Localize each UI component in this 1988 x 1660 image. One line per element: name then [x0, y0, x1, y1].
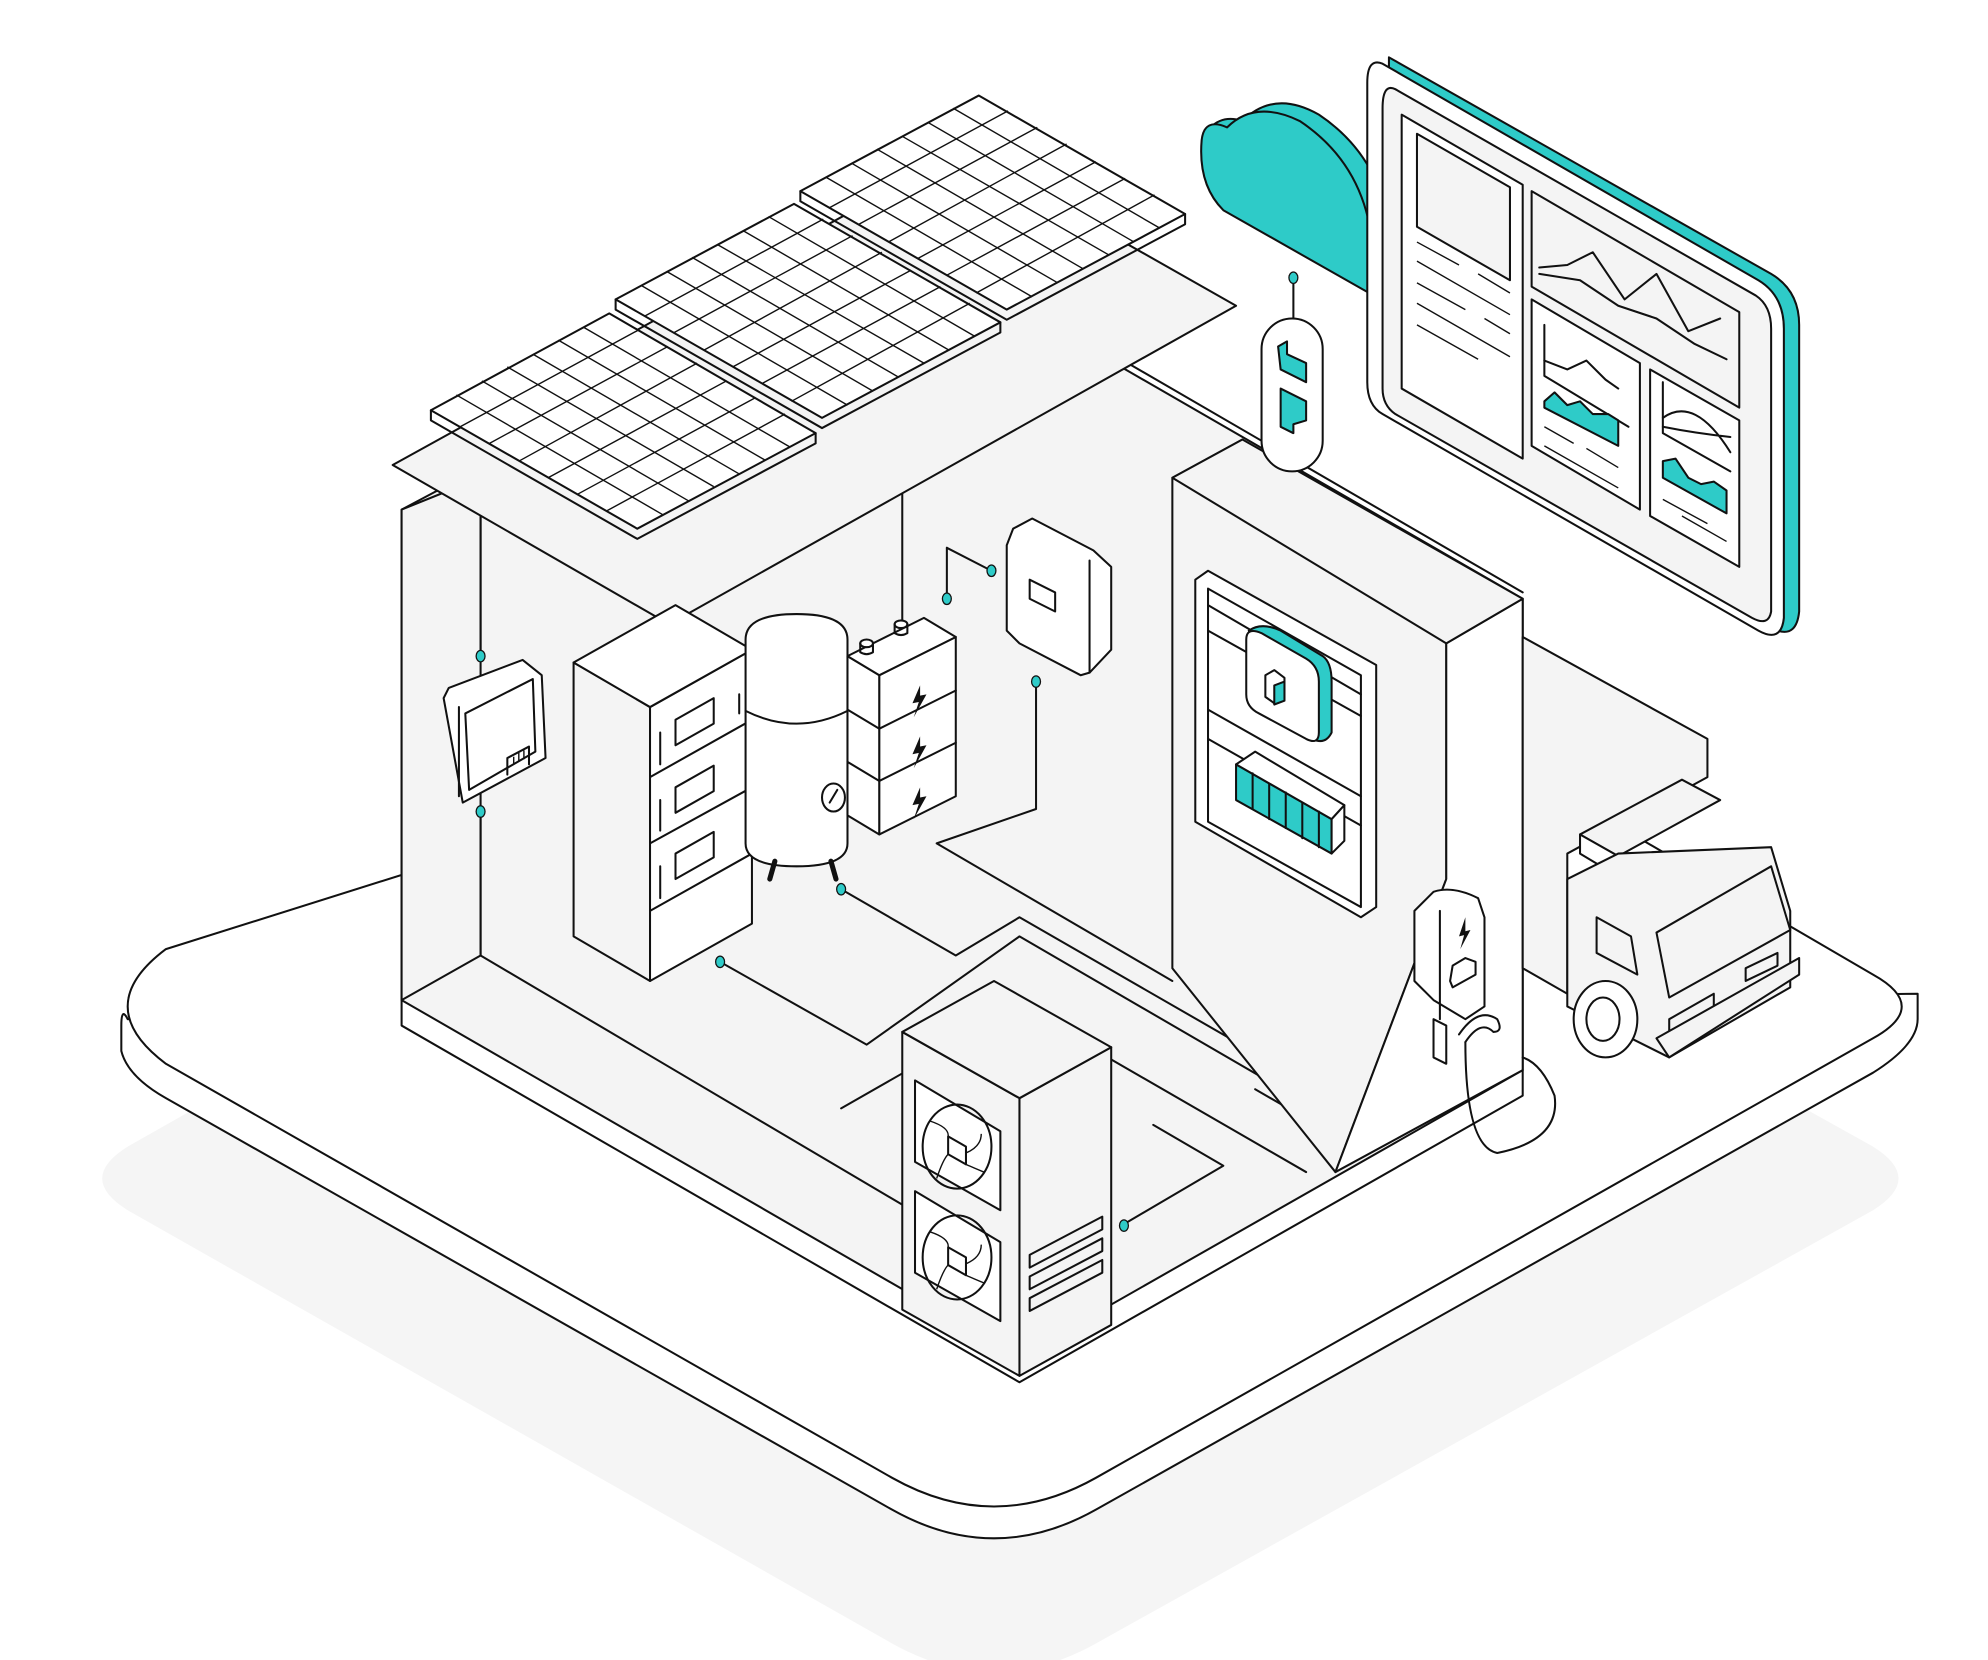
solar-panel-3	[799, 94, 1187, 321]
heat-pump	[901, 979, 1113, 1377]
dashboard	[1366, 56, 1801, 636]
solar-panel-2	[614, 202, 1002, 430]
truck	[1521, 635, 1801, 1059]
controller	[1245, 625, 1333, 743]
back-wall-edge	[1126, 362, 1524, 594]
fan-2	[913, 1190, 1002, 1323]
solar-panel-1	[429, 312, 817, 540]
plug-connector	[1260, 317, 1324, 473]
fan-1	[913, 1079, 1002, 1212]
battery-stack	[846, 616, 957, 836]
water-tank	[744, 613, 849, 882]
distribution-panel	[1194, 569, 1378, 919]
breakers	[1235, 750, 1346, 855]
inverter	[442, 658, 547, 804]
battery-rack	[572, 604, 753, 982]
ev-charger	[1413, 888, 1557, 1154]
meter-box	[1005, 517, 1113, 677]
solar-panels	[429, 94, 1187, 540]
